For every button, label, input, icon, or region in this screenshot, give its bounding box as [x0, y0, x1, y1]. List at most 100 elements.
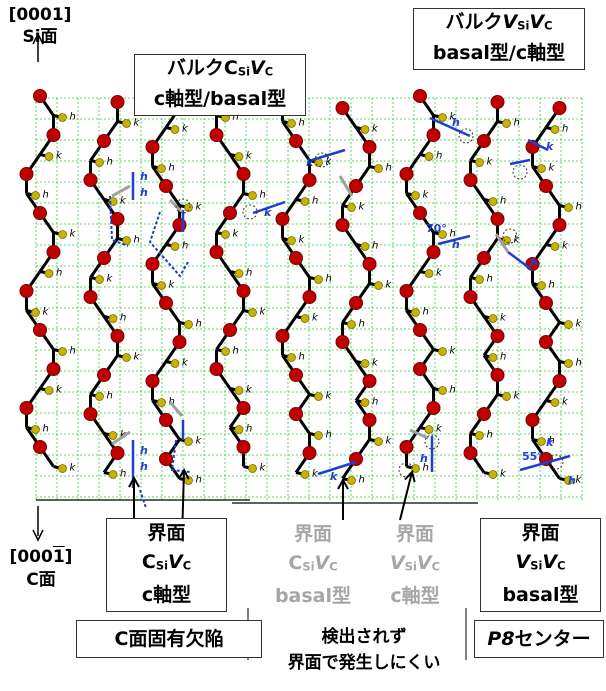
si-atom	[360, 398, 370, 407]
axis-arrowhead-down	[32, 529, 44, 542]
site-label: k	[372, 124, 379, 135]
axis-top-dir-text: [0001]	[8, 5, 72, 25]
si-atom	[287, 353, 296, 362]
c-atom	[236, 401, 251, 415]
site-label: h	[359, 319, 365, 330]
si-atom	[424, 425, 434, 434]
si-atom	[424, 269, 434, 278]
c-atom	[525, 413, 540, 427]
site-label: k	[56, 151, 63, 162]
c-atom	[426, 401, 441, 415]
c-atom	[83, 407, 98, 421]
vacancy-bond	[527, 138, 549, 152]
c-atom	[46, 245, 61, 259]
c-atom	[223, 323, 237, 337]
removed-bond	[168, 401, 184, 417]
c-atom	[172, 335, 187, 349]
site-label: h	[246, 268, 252, 279]
si-atom	[287, 119, 296, 128]
site-label: k	[299, 235, 306, 246]
site-label: k	[312, 313, 319, 324]
c-atom	[539, 179, 553, 193]
si-atom	[221, 347, 230, 356]
defect-site-label: h	[530, 256, 538, 269]
si-atom	[411, 191, 420, 200]
site-label: k	[196, 436, 203, 447]
si-atom	[221, 230, 230, 239]
si-atom	[31, 308, 40, 317]
site-label: h	[56, 268, 62, 279]
c-atom	[83, 173, 98, 187]
c-atom	[19, 167, 34, 181]
callout-bulk-csi-vc-line2: c軸型/basal型	[153, 87, 287, 110]
c-atom	[110, 212, 125, 226]
c-atom	[413, 89, 427, 103]
site-label: k	[260, 307, 267, 318]
site-label: k	[500, 313, 507, 324]
angle-label-70: 70°	[426, 222, 447, 235]
si-atom	[58, 464, 67, 473]
c-atom	[97, 368, 111, 382]
site-label: k	[196, 202, 203, 213]
site-label: k	[500, 469, 507, 480]
c-atom	[289, 368, 303, 382]
si-atom	[488, 197, 498, 206]
c-atom	[275, 212, 290, 226]
site-label: k	[359, 202, 366, 213]
vacancy-site	[175, 198, 191, 214]
dashed-vacancy-path	[109, 195, 129, 247]
removed-bond	[409, 428, 429, 440]
site-label: k	[576, 475, 583, 486]
si-atom	[248, 464, 257, 473]
defect-site-label: h	[140, 444, 148, 457]
si-atom	[95, 158, 104, 167]
c-atom	[236, 440, 251, 454]
si-atom	[537, 164, 546, 173]
vacancy-site	[398, 462, 414, 478]
site-label: h	[423, 307, 429, 318]
site-label: k	[120, 196, 127, 207]
axis-top-direction: [0001] Si面	[8, 4, 72, 48]
si-atom	[157, 164, 166, 173]
site-label: h	[107, 157, 113, 168]
vacancy-site	[502, 228, 518, 244]
footer-not-detected: 検出されず 界面で発生しにくい	[287, 627, 441, 673]
si-atom	[108, 431, 118, 440]
si-atom	[314, 431, 323, 440]
site-label: h	[312, 196, 318, 207]
site-label: h	[299, 118, 305, 129]
defect-site-label: h	[452, 116, 460, 129]
c-atom	[463, 173, 478, 187]
removed-bond	[494, 233, 510, 253]
site-label: k	[386, 280, 393, 291]
site-label: k	[514, 235, 521, 246]
si-atom	[170, 125, 180, 134]
c-atom	[289, 134, 303, 148]
si-atom	[564, 320, 573, 329]
site-label: k	[312, 469, 319, 480]
vacancy-bond	[519, 454, 571, 472]
site-label: h	[299, 352, 305, 363]
callout-bulk-csi-vc: バルクCSiVC c軸型/basal型	[134, 54, 306, 116]
si-atom	[475, 275, 484, 284]
vacancy-site	[314, 152, 330, 168]
si-atom	[374, 437, 383, 446]
si-atom	[360, 359, 370, 368]
c-atom	[362, 413, 377, 427]
si-atom	[438, 113, 447, 122]
site-label: k	[260, 463, 267, 474]
si-atom	[58, 347, 67, 356]
site-label: h	[359, 475, 365, 486]
site-label: h	[107, 391, 113, 402]
pointer-arrowhead	[177, 467, 190, 480]
callout-bulk-vsi-vc-line2: basal型/c軸型	[432, 41, 566, 64]
si-atom	[475, 431, 484, 440]
site-label: k	[450, 112, 457, 123]
c-atom	[83, 290, 98, 304]
c-atom	[46, 128, 61, 142]
